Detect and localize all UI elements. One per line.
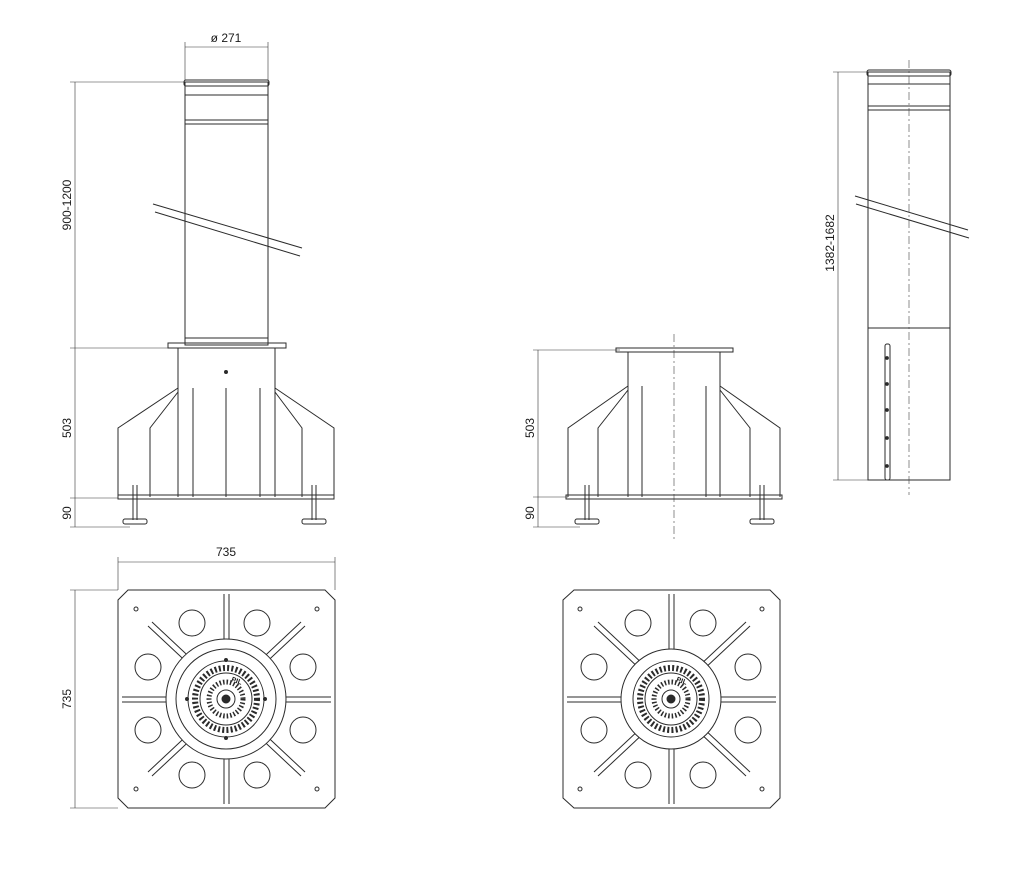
bollard-elevation-raised: ø 271 900-1200 503 90: [60, 31, 335, 528]
plate-width-label: 735: [216, 545, 236, 559]
cap-logo-text-2: PIL: [675, 676, 688, 687]
base-height-label: 503: [60, 418, 74, 438]
total-length-label: 1382-1682: [823, 214, 837, 272]
plan-view-right: PIL: [562, 589, 781, 809]
plate-depth-label: 735: [60, 689, 74, 709]
base-elevation-retracted: 503 90: [523, 334, 783, 540]
base-height-label-2: 503: [523, 418, 537, 438]
feet-height-label: 90: [60, 506, 74, 520]
diameter-label: ø 271: [211, 31, 242, 45]
bollard-height-label: 900-1200: [60, 179, 74, 230]
feet-height-label-2: 90: [523, 506, 537, 520]
plan-view-left: 735 735: [60, 545, 336, 809]
cap-logo-text: PIL: [230, 676, 243, 687]
bollard-full-length: 1382-1682: [823, 60, 970, 495]
